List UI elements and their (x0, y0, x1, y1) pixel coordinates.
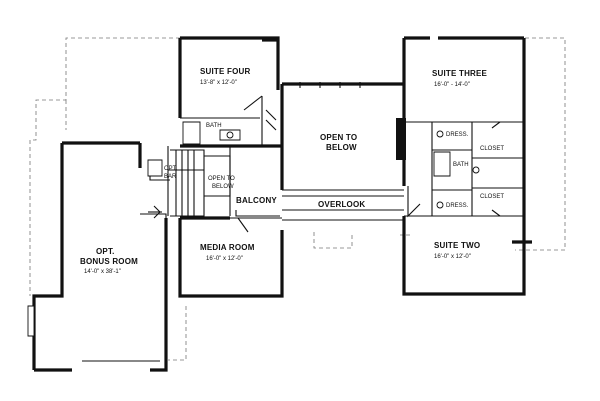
suite-three-walls (402, 36, 526, 242)
bonus-window (27, 305, 35, 337)
suite-two-walls (402, 215, 532, 296)
suite-four-walls (178, 36, 282, 148)
closet-bottom-label: CLOSET (480, 194, 504, 200)
closet-top-label: CLOSET (480, 146, 504, 152)
bonus-room-walls (27, 141, 168, 372)
stair-open-line1: OPEN TO (208, 176, 235, 182)
suite-three-dims: 16'-0" - 14'-0" (434, 82, 470, 88)
bathtub-three-icon (433, 151, 451, 177)
stair-open-line2: BELOW (212, 184, 234, 190)
open-to-below-line1: OPEN TO (320, 133, 357, 142)
overlook-label: OVERLOOK (318, 200, 365, 209)
dress-top-label: DRESS. (446, 132, 469, 138)
bathtub-icon (182, 121, 201, 145)
bonus-line1: OPT. (96, 247, 115, 256)
bar-icon (147, 159, 163, 177)
media-room-label: MEDIA ROOM (200, 243, 255, 252)
bath-three-label: BATH (453, 162, 469, 168)
suite-four-label: SUITE FOUR (200, 67, 250, 76)
suite-two-dims: 16'-0" x 12'-0" (434, 254, 471, 260)
dress-bottom-label: DRESS. (446, 203, 469, 209)
bonus-dims: 14'-0" x 38'-1" (84, 269, 121, 275)
open-to-below-walls (280, 82, 406, 221)
suite-three-label: SUITE THREE (432, 69, 488, 78)
open-to-below-line2: BELOW (326, 143, 357, 152)
media-room-dims: 16'-0" x 12'-0" (206, 256, 243, 262)
suite-four-dims: 13'-8" x 12'-0" (200, 80, 237, 86)
opt-bar-line2: BAR (164, 174, 177, 180)
roofline-outlines (29, 37, 566, 361)
bonus-line2: BONUS ROOM (80, 257, 138, 266)
bath-four-label: BATH (206, 123, 222, 129)
suite-two-label: SUITE TWO (434, 241, 480, 250)
media-room-walls (178, 216, 284, 298)
opt-bar-line1: OPT. (164, 166, 178, 172)
stair-area (140, 146, 280, 226)
fireplace-icon (396, 118, 406, 160)
balcony-label: BALCONY (236, 196, 277, 205)
